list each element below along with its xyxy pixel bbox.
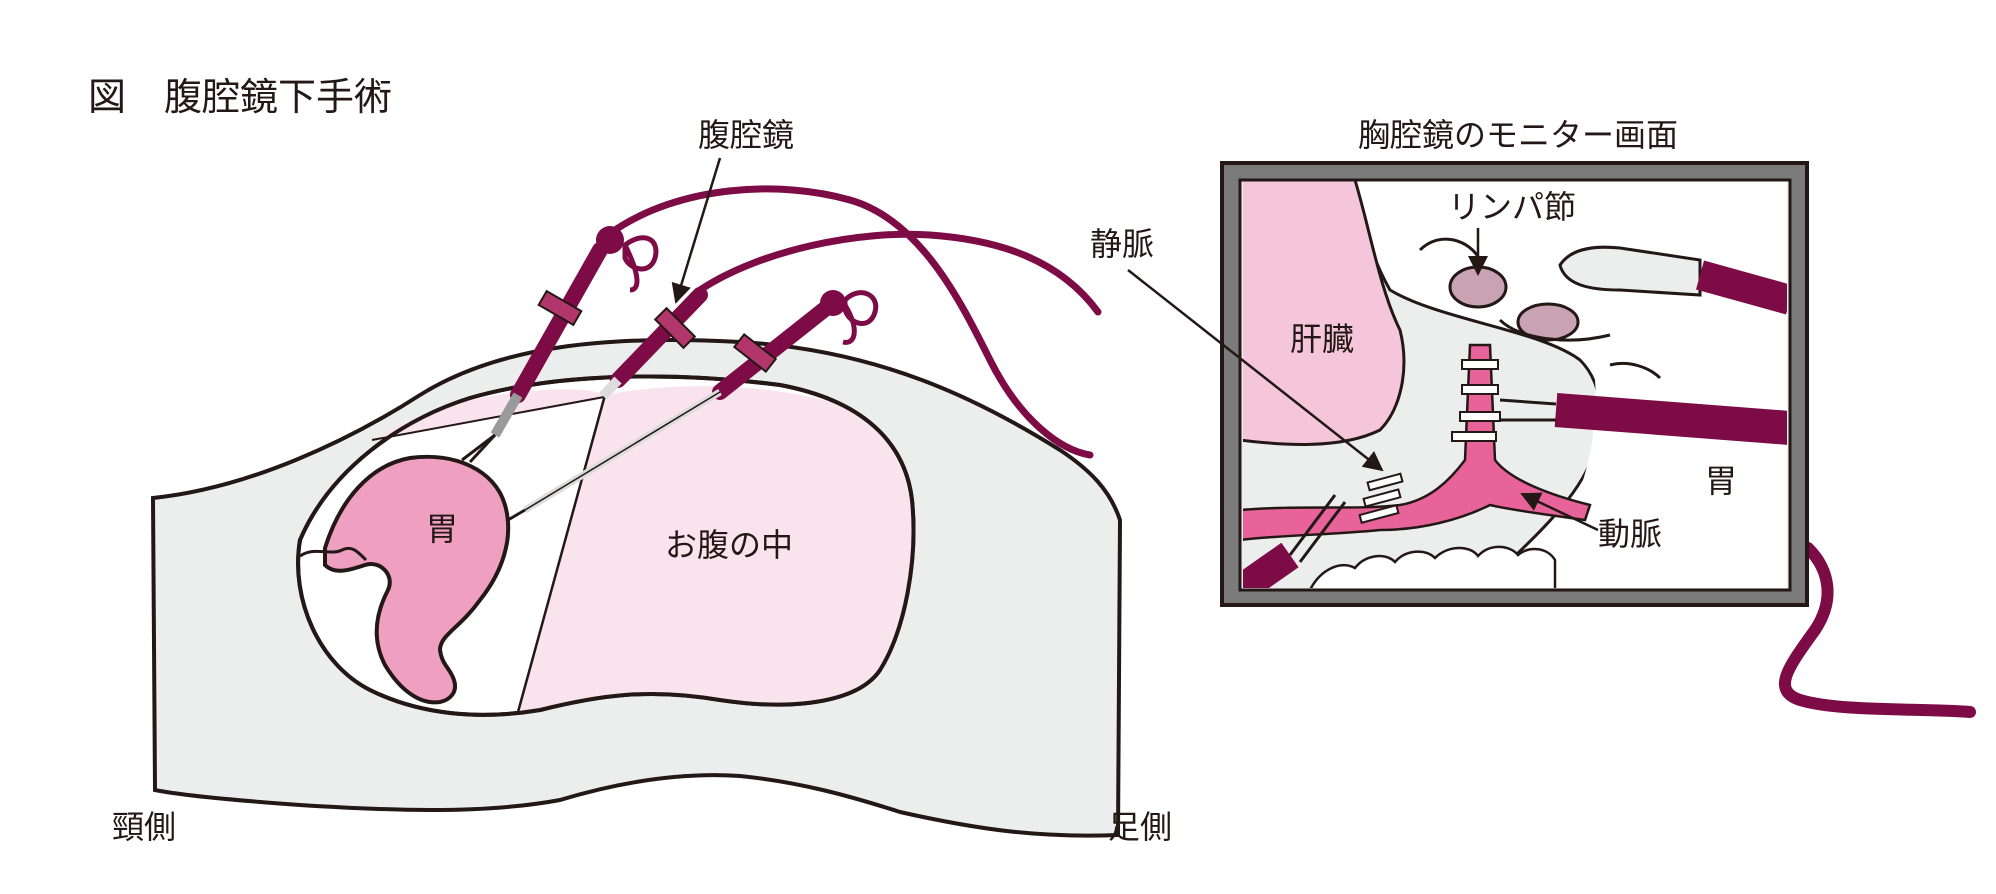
- label-stomach-monitor: 胃: [1705, 462, 1737, 500]
- label-foot-side: 足側: [1108, 808, 1172, 846]
- monitor-cable: [1779, 542, 1976, 718]
- label-laparoscope: 腹腔鏡: [698, 116, 794, 154]
- abdomen-inner-region: [518, 386, 913, 712]
- cable-left: [608, 185, 1094, 459]
- stomach-fat-edge: [299, 546, 368, 562]
- cavity-upper-line: [371, 396, 605, 441]
- label-artery: 動脈: [1598, 515, 1662, 553]
- figure-title: 図 腹腔鏡下手術: [88, 75, 392, 119]
- label-lymph-node: リンパ節: [1448, 188, 1576, 226]
- vein-arrow: [1127, 269, 1384, 472]
- label-stomach-body: 胃: [426, 510, 458, 548]
- laparoscope-arrow: [671, 157, 722, 304]
- lymph-outline: [1418, 237, 1662, 380]
- label-neck-side: 頸側: [112, 808, 176, 846]
- liver: [1243, 180, 1406, 446]
- label-liver: 肝臓: [1290, 320, 1354, 358]
- cable-middle: [696, 230, 1102, 316]
- instruments: [461, 185, 1976, 718]
- label-abdomen: お腹の中: [665, 526, 793, 564]
- screen-instrument-lower-left: [1243, 542, 1299, 588]
- vessel-clips: [1451, 359, 1501, 442]
- abdomen-upper-band: [372, 389, 605, 440]
- monitor-title: 胸腔鏡のモニター画面: [1358, 116, 1678, 154]
- laparoscope: [599, 287, 708, 400]
- grasper-left: [461, 226, 659, 464]
- cavity-divider: [516, 394, 607, 713]
- artery: [1243, 343, 1592, 541]
- vein-clips: [1358, 472, 1404, 525]
- body-cross-section: [150, 338, 1123, 838]
- screen-instrument-middle: [1554, 393, 1787, 445]
- monitor-screen: [1220, 161, 1809, 607]
- label-vein: 静脈: [1090, 225, 1154, 263]
- fat-tissue: [1309, 545, 1557, 588]
- stomach: [323, 454, 511, 705]
- artery-arrow: [1520, 492, 1599, 532]
- grasper-right: [507, 290, 879, 522]
